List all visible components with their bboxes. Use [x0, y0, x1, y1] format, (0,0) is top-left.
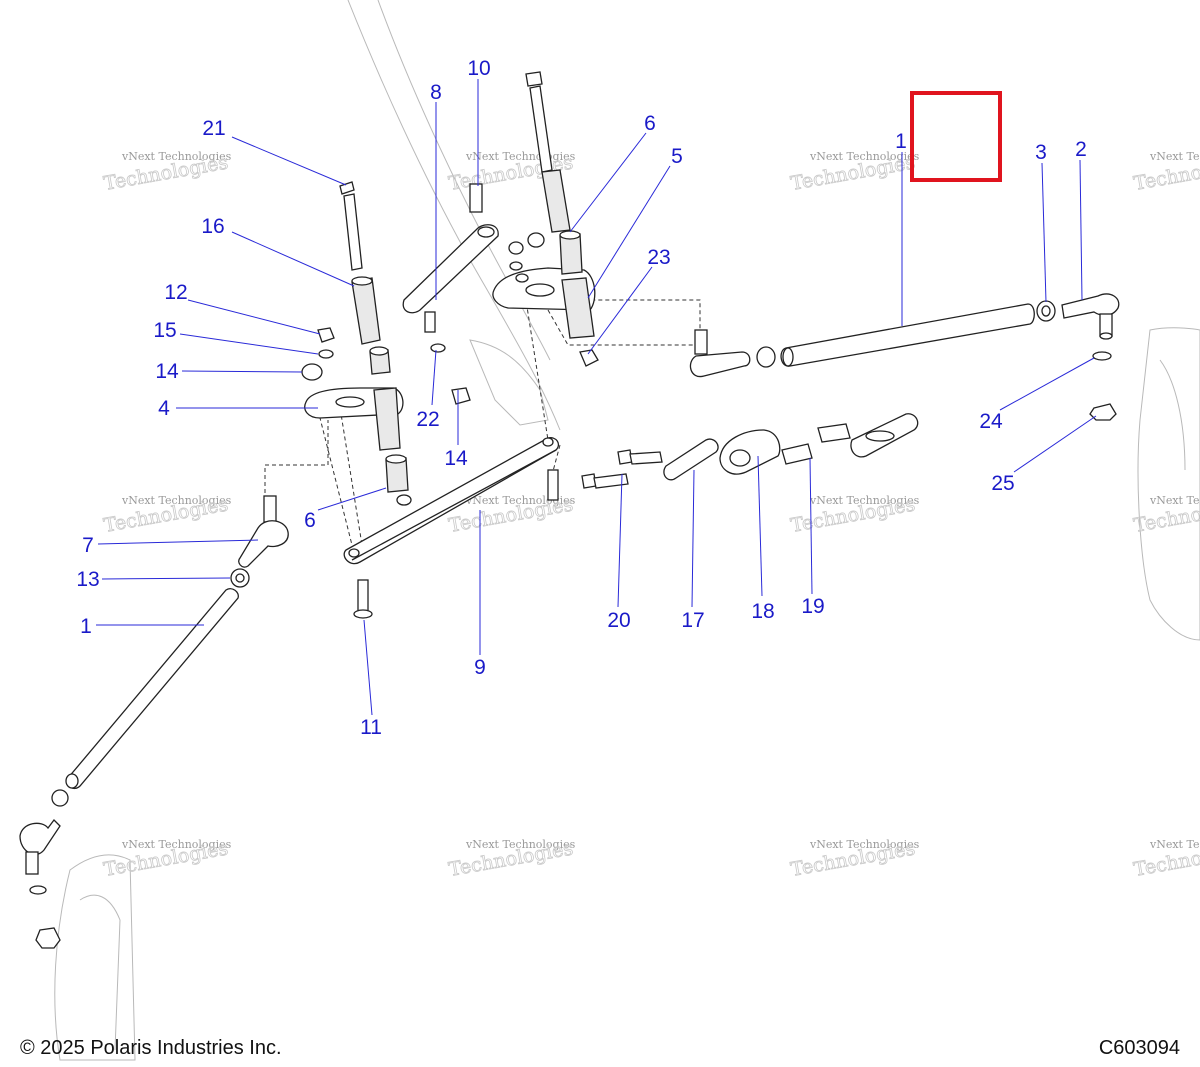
callout-4[interactable]: 4	[158, 397, 170, 420]
callout-5[interactable]: 5	[671, 145, 683, 168]
bolts-20	[581, 449, 663, 489]
selection-highlight-box	[910, 91, 1002, 182]
jam-nut-right	[1036, 300, 1056, 322]
callout-21[interactable]: 21	[202, 117, 225, 140]
outer-tie-rod-end-left	[19, 789, 69, 949]
bushing-14-center	[451, 387, 471, 405]
callout-23[interactable]: 23	[647, 246, 670, 269]
link-arm-8	[402, 224, 499, 333]
watermark-small: vNext Technologies	[121, 150, 232, 163]
callout-9[interactable]: 9	[474, 656, 486, 679]
washer-22	[430, 343, 446, 353]
steering-arm-left	[304, 387, 404, 451]
leader-lines	[96, 79, 1097, 716]
link-plate-17	[663, 438, 719, 481]
flange-nut-right	[1089, 403, 1117, 421]
callout-25[interactable]: 25	[991, 472, 1014, 495]
watermark-small: vNext Technologies	[1149, 494, 1200, 507]
watermark-small: vNext Technologies	[465, 838, 576, 851]
watermark-small: vNext Technologies	[121, 494, 232, 507]
callout-1-right[interactable]: 1	[895, 130, 907, 153]
callout-18[interactable]: 18	[751, 600, 774, 623]
bushing-upper-left	[369, 346, 391, 375]
callout-6-lower[interactable]: 6	[304, 509, 316, 532]
bushing-19a	[781, 443, 813, 465]
nut-23	[579, 349, 599, 367]
stud-10	[469, 183, 483, 213]
figure-code: C603094	[1098, 1037, 1180, 1059]
tie-rod-tube-left	[65, 588, 239, 790]
watermark-small: vNext Technologies	[809, 838, 920, 851]
tie-rod-end-right	[1061, 293, 1120, 340]
callout-17[interactable]: 17	[681, 609, 704, 632]
callout-3[interactable]: 3	[1035, 141, 1047, 164]
callout-10[interactable]: 10	[467, 57, 490, 80]
tie-rod-tube-right	[780, 303, 1035, 367]
bolt-11	[353, 579, 373, 619]
copyright-text: © 2025 Polaris Industries Inc.	[20, 1037, 282, 1059]
end-link-19	[850, 413, 919, 458]
bushing-19b	[817, 423, 851, 443]
drag-link-bar	[343, 437, 560, 565]
callout-2[interactable]: 2	[1075, 138, 1087, 161]
tie-rod-end-inner-center	[689, 329, 776, 378]
callout-numbers: 21 16 12 15 14 4 6 7 13 1 8 10 22 14 9 1…	[76, 57, 1087, 739]
callout-12[interactable]: 12	[164, 281, 187, 304]
watermark-small: vNext Technologies	[121, 838, 232, 851]
bushing-6-lower	[385, 454, 412, 506]
callout-15[interactable]: 15	[153, 319, 176, 342]
callout-24[interactable]: 24	[979, 410, 1003, 433]
callout-1-left[interactable]: 1	[80, 615, 92, 638]
callout-20[interactable]: 20	[607, 609, 630, 632]
clamp-18	[719, 429, 781, 475]
callout-16[interactable]: 16	[201, 215, 224, 238]
spacer-tube-left	[351, 276, 381, 345]
nuts-upper-cluster	[508, 232, 545, 283]
callout-7[interactable]: 7	[82, 534, 94, 557]
callout-13[interactable]: 13	[76, 568, 99, 591]
watermark-small: vNext Technologies	[809, 150, 920, 163]
washer-right	[1092, 351, 1112, 361]
nut-small-12	[317, 327, 335, 343]
jam-nut-left	[230, 568, 250, 588]
callout-8[interactable]: 8	[430, 81, 442, 104]
bolt-long-right	[525, 71, 571, 233]
washer-15	[318, 349, 334, 359]
bushing-14-left	[301, 363, 323, 381]
watermark-small: vNext Technologies	[809, 494, 920, 507]
watermark-small: vNext Technologies	[1149, 838, 1200, 851]
watermark-small: vNext Technologies	[1149, 150, 1200, 163]
callout-22[interactable]: 22	[416, 408, 439, 431]
callout-11[interactable]: 11	[360, 716, 382, 739]
callout-6-upper[interactable]: 6	[644, 112, 656, 135]
callout-14-left[interactable]: 14	[155, 360, 179, 383]
callout-19[interactable]: 19	[801, 595, 824, 618]
tie-rod-end-left	[238, 495, 289, 568]
bolt-long-left	[339, 181, 363, 271]
bushing-6-upper	[559, 230, 583, 275]
callout-14-center[interactable]: 14	[444, 447, 468, 470]
